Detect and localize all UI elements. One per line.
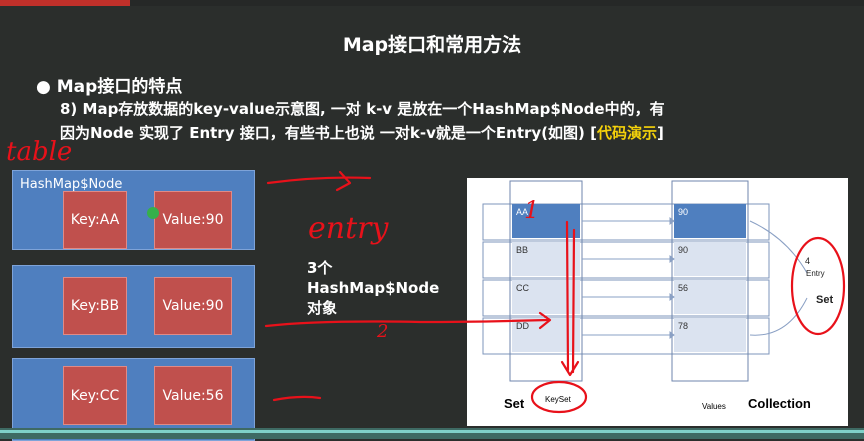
values-label: Values (702, 402, 726, 411)
annotation-two: 2 (376, 321, 388, 342)
annotation-arrow-head (538, 311, 552, 330)
row-band (482, 317, 770, 355)
progress-line (0, 430, 864, 433)
bottom-bar (0, 428, 864, 439)
arrow-head (669, 255, 675, 263)
annotation-arrow-three (272, 395, 322, 402)
key-text: CC (516, 283, 529, 293)
annotation-arrow-two (264, 318, 550, 328)
keyset-container (509, 180, 583, 382)
top-bar (0, 0, 864, 6)
annotation-vertical-line (565, 220, 570, 372)
description-line-2: 因为Node 实现了 Entry 接口，有些书上也说 一对k-v就是一个Entr… (60, 122, 664, 143)
node-value-cell: Value:90 (154, 277, 232, 335)
value-text: 56 (678, 283, 688, 293)
annotation-set: Set (816, 294, 833, 306)
node-key-cell: Key:BB (63, 277, 127, 335)
hashmap-node-label: HashMap$Node (20, 177, 123, 192)
bullet-text: Map接口的特点 (56, 77, 183, 97)
count-line: HashMap$Node (307, 279, 440, 297)
key-cell-highlight (512, 204, 580, 238)
line2-close: ] (657, 124, 664, 142)
red-tab-marker (0, 0, 130, 6)
annotation-entry: entry (308, 211, 389, 246)
arrow-head (669, 217, 675, 225)
line2-text: 因为Node 实现了 Entry 接口，有些书上也说 一对k-v就是一个Entr… (60, 124, 597, 142)
description-line-1: 8) Map存放数据的key-value示意图, 一对 k-v 是放在一个Has… (60, 100, 665, 118)
annotation-circle-set (790, 236, 846, 336)
key-cell (512, 242, 580, 276)
set-label: Set (504, 396, 525, 411)
row-band (482, 241, 770, 279)
keyset-label: KeySet (545, 395, 572, 404)
row-band (482, 203, 770, 241)
count-line: 对象 (307, 299, 338, 317)
count-line: 3个 (307, 259, 333, 277)
node-count-text: 3个 HashMap$Node 对象 (307, 258, 439, 318)
value-cell (674, 318, 746, 352)
value-cell-highlight (674, 204, 746, 238)
node-key-cell: Key:AA (63, 191, 127, 249)
collection-label: Collection (748, 396, 811, 411)
annotation-vertical-line (571, 228, 576, 374)
annotation-arrow-entry (266, 176, 372, 185)
annotation-one: 1 (524, 196, 539, 224)
annotation-entry-small: Entry (806, 269, 825, 278)
annotation-table: table (6, 137, 72, 167)
annotation-circle-keyset (530, 380, 588, 414)
value-cell (674, 242, 746, 276)
node-key-cell: Key:CC (63, 366, 127, 425)
annotation-arrow-head (560, 360, 580, 377)
key-text: DD (516, 321, 529, 331)
value-cell (674, 280, 746, 314)
slide-title: Map接口和常用方法 (342, 34, 522, 56)
row-band (482, 279, 770, 317)
annotation-arrow-head (335, 170, 352, 192)
annotation-four: 4 (805, 256, 810, 266)
node-value-cell: Value:90 (154, 191, 232, 249)
entry-arrow (749, 220, 808, 274)
bullet-heading: ● Map接口的特点 (36, 77, 183, 97)
node-value-cell: Value:56 (154, 366, 232, 425)
value-text: 90 (678, 245, 688, 255)
entry-arrow (749, 297, 808, 336)
value-text: 78 (678, 321, 688, 331)
map-diagram: AA BB CC DD 90 90 56 78 Set KeySet Value… (482, 180, 811, 411)
key-text: AA (516, 207, 528, 217)
value-text: 90 (678, 207, 688, 217)
cursor-dot-icon (147, 207, 159, 219)
map-diagram-panel: AA BB CC DD 90 90 56 78 Set KeySet Value… (467, 178, 848, 426)
code-demo-link[interactable]: 代码演示 (596, 124, 657, 142)
arrow-head (669, 293, 675, 301)
arrow-head (669, 331, 675, 339)
key-text: BB (516, 245, 528, 255)
values-container (671, 180, 749, 382)
